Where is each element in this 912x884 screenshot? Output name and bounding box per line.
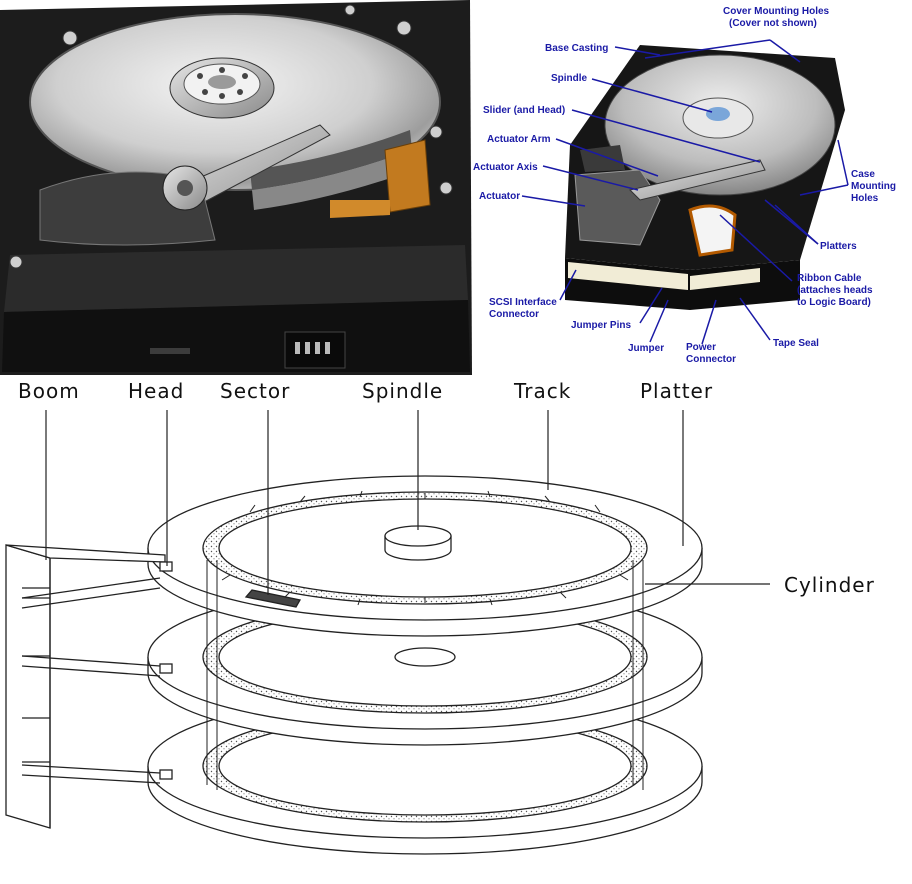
sector-highlight (244, 589, 302, 608)
label-actuator-arm: Actuator Arm (487, 134, 551, 145)
label-base-casting: Base Casting (545, 43, 608, 54)
label-ribbon-cable-1: Ribbon Cable (797, 273, 862, 284)
label-spindle-diagram: Spindle (362, 379, 443, 403)
label-jumper-pins: Jumper Pins (571, 320, 631, 331)
label-power-2: Connector (686, 354, 736, 365)
drive-case-front (2, 300, 470, 372)
diagram-leader-lines (45, 410, 770, 595)
cylinder-walls (206, 560, 644, 790)
label-cover-mounting-holes-1: Cover Mounting Holes (723, 6, 830, 17)
right-connector-strip (568, 262, 688, 290)
label-case-mounting-holes-2: Mounting (851, 181, 896, 192)
label-power-1: Power (686, 342, 716, 353)
label-scsi-2: Connector (489, 309, 539, 320)
platter-diagram (5, 410, 770, 855)
label-platters: Platters (820, 241, 857, 252)
label-cylinder: Cylinder (784, 573, 875, 597)
label-case-mounting-holes-1: Case (851, 169, 875, 180)
label-actuator-axis: Actuator Axis (473, 162, 538, 173)
label-platter: Platter (640, 379, 713, 403)
hdd-photo-right (565, 45, 845, 310)
label-sector: Sector (220, 379, 290, 403)
label-jumper: Jumper (628, 343, 664, 354)
label-track: Track (513, 379, 571, 403)
label-head: Head (128, 379, 184, 403)
drive-front-connector (150, 331, 346, 369)
hdd-photo-left (0, 0, 472, 375)
diagram-labels: Boom Head Sector Spindle Track Platter C… (18, 379, 875, 597)
head-2 (159, 663, 173, 674)
label-scsi-1: SCSI Interface (489, 297, 557, 308)
spindle-cylinder (384, 525, 452, 561)
label-ribbon-cable-3: to Logic Board) (797, 297, 871, 308)
label-slider: Slider (and Head) (483, 105, 565, 116)
head-3 (159, 769, 173, 780)
drive-case-top (4, 245, 468, 312)
label-tape-seal: Tape Seal (773, 338, 819, 349)
photo-leader-lines (521, 39, 849, 345)
photo-labels: Cover Mounting Holes (Cover not shown) B… (473, 6, 896, 365)
label-cover-mounting-holes-2: (Cover not shown) (729, 18, 817, 29)
label-boom: Boom (18, 379, 80, 403)
label-case-mounting-holes-3: Holes (851, 193, 879, 204)
label-actuator: Actuator (479, 191, 520, 202)
flex-connector (384, 139, 431, 213)
label-spindle: Spindle (551, 73, 588, 84)
platter-1 (147, 475, 703, 637)
boom-assembly (5, 544, 173, 829)
label-ribbon-cable-2: (attaches heads (797, 285, 873, 296)
head-1 (159, 561, 173, 572)
